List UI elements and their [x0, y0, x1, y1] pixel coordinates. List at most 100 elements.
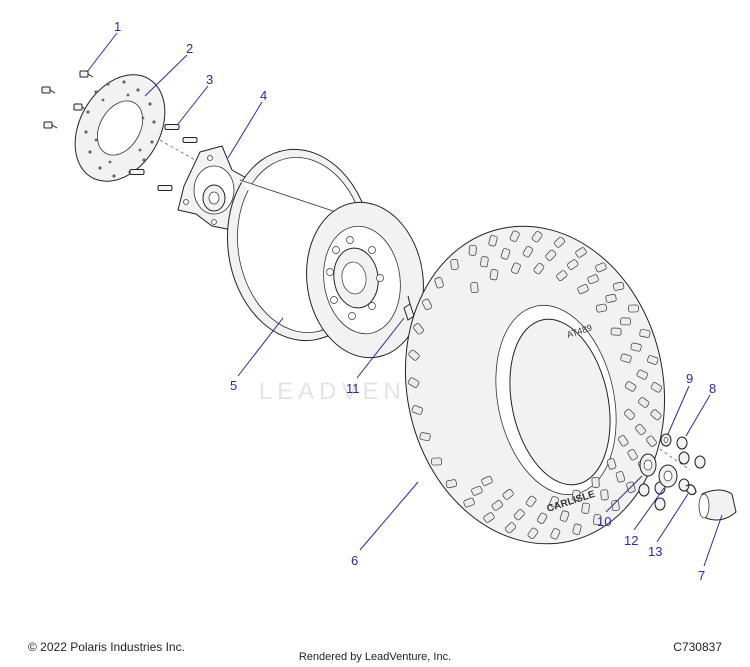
tread-block: [591, 476, 600, 488]
callout-5: 5: [230, 378, 237, 393]
callout-11: 11: [346, 381, 360, 396]
tread-block: [559, 510, 570, 522]
tread-block: [638, 397, 650, 408]
tread-block: [647, 355, 659, 365]
tread-block: [527, 527, 539, 539]
callout-3: 3: [206, 72, 213, 87]
tread-block: [408, 349, 420, 361]
tread-block: [513, 509, 525, 521]
tread-block: [613, 281, 625, 291]
part-brake-disc[interactable]: [57, 59, 183, 198]
tread-block: [595, 262, 607, 273]
tread-block: [571, 489, 581, 501]
callout-2: 2: [186, 41, 193, 56]
part-bolts-disc[interactable]: [41, 70, 94, 129]
part-hub-cap[interactable]: [698, 489, 737, 521]
tread-block: [502, 488, 514, 500]
callout-1: 1: [114, 19, 121, 34]
tread-block: [627, 448, 638, 461]
tread-block: [531, 231, 543, 243]
callout-4: 4: [260, 88, 267, 103]
tread-block: [549, 496, 560, 508]
tire-tread-blocks: [407, 230, 663, 540]
callout-6: 6: [351, 553, 358, 568]
tread-block: [463, 497, 475, 508]
copyright-text: © 2022 Polaris Industries Inc.: [28, 640, 185, 654]
tread-block: [620, 353, 632, 363]
tread-block: [491, 500, 503, 511]
tread-block: [500, 248, 511, 260]
part-washers[interactable]: [660, 433, 672, 447]
tread-block: [483, 512, 495, 523]
tread-block: [413, 323, 424, 335]
callout-numbers: 1 2 3 4 5 6 7 8 9 10 11 12 13: [114, 19, 716, 583]
part-wheel-rim[interactable]: [215, 140, 433, 365]
part-castle-nut[interactable]: [658, 464, 678, 488]
tread-block: [488, 235, 498, 247]
callout-13: 13: [648, 544, 662, 559]
tread-block: [646, 435, 657, 447]
part-lug-nuts[interactable]: [638, 436, 706, 511]
part-cotter-pin[interactable]: [685, 484, 697, 496]
diagram-id: C730837: [673, 640, 722, 654]
tread-block: [650, 382, 663, 393]
tread-block: [639, 329, 651, 338]
tread-block: [411, 405, 423, 415]
tread-block: [536, 512, 548, 524]
part-tire[interactable]: AT489 CARLISLE: [377, 202, 694, 568]
tread-block: [525, 495, 537, 508]
tread-block: [489, 269, 499, 281]
tread-block: [605, 294, 617, 303]
tread-block: [630, 342, 642, 352]
tread-block: [650, 409, 662, 421]
tread-block: [421, 298, 433, 311]
tread-block: [624, 381, 637, 392]
tread-block: [553, 236, 566, 248]
tread-block: [481, 475, 493, 486]
tread-block: [600, 489, 609, 501]
tread-block: [470, 282, 479, 294]
tread-block: [636, 369, 649, 380]
tread-block: [510, 262, 521, 274]
callout-9: 9: [686, 371, 693, 386]
callout-12: 12: [624, 533, 638, 548]
tread-block: [587, 274, 599, 285]
tread-block: [545, 249, 557, 261]
tread-block: [431, 457, 442, 466]
tread-block: [624, 408, 636, 420]
part-hub-washer[interactable]: [639, 453, 657, 477]
tread-block: [509, 230, 520, 242]
tread-block: [615, 471, 626, 483]
tread-block: [572, 523, 582, 535]
tread-block: [480, 256, 489, 268]
tread-block: [581, 502, 590, 514]
tread-block: [522, 246, 534, 258]
tread-block: [595, 303, 608, 313]
tread-block: [450, 258, 459, 271]
tread-block: [550, 528, 561, 540]
tread-block: [606, 458, 617, 470]
tread-block: [575, 247, 587, 258]
tread-block: [468, 244, 477, 256]
rendered-by-text: Rendered by LeadVenture, Inc.: [298, 651, 452, 663]
callout-8: 8: [709, 381, 716, 396]
tread-block: [419, 432, 431, 441]
tread-block: [593, 514, 602, 526]
tread-block: [617, 435, 629, 447]
tread-block: [620, 317, 631, 326]
tread-block: [567, 259, 579, 270]
tread-block: [610, 327, 622, 336]
tread-block: [533, 262, 545, 275]
callout-10: 10: [597, 514, 611, 529]
part-wheel-studs[interactable]: [129, 124, 198, 191]
tread-block: [434, 277, 444, 289]
tread-block: [445, 479, 457, 489]
tread-block: [635, 423, 646, 436]
callout-7: 7: [698, 568, 705, 583]
tread-block: [407, 377, 420, 388]
tread-block: [556, 270, 568, 282]
tread-block: [577, 284, 589, 295]
tread-block: [471, 485, 483, 496]
tread-block: [628, 304, 639, 313]
